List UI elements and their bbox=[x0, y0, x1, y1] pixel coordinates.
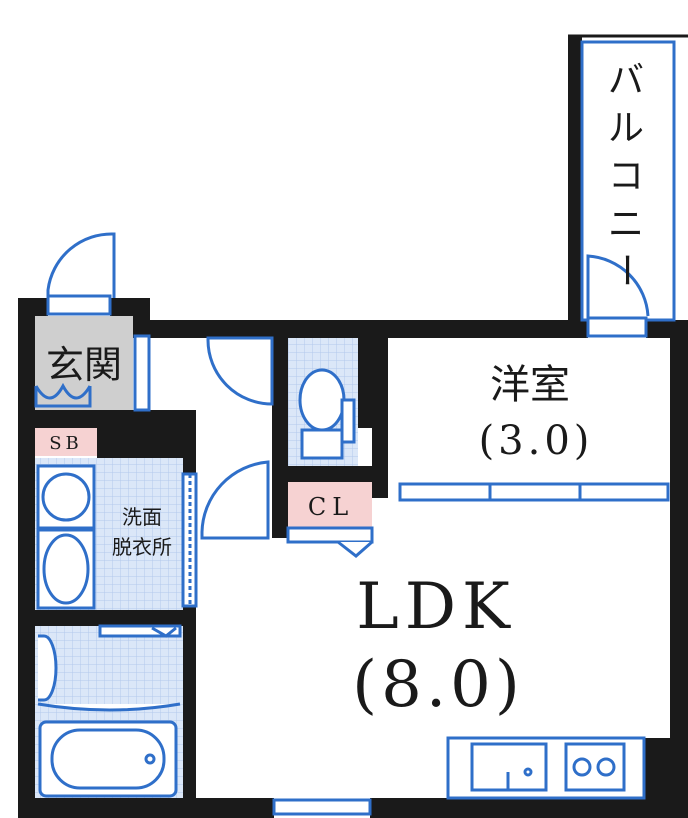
shoe-cabinet bbox=[34, 334, 151, 412]
sb-area bbox=[35, 428, 97, 456]
genkan-label: 玄関 bbox=[46, 343, 122, 387]
balcony-door bbox=[586, 254, 650, 338]
toilet-fixture bbox=[298, 368, 356, 460]
ldk-label: LDK bbox=[356, 570, 516, 644]
youshitsu-size-label: (3.0) bbox=[479, 418, 594, 464]
walls bbox=[18, 36, 688, 818]
ldk-size-label: (8.0) bbox=[352, 648, 524, 722]
balcony-char-3: コ bbox=[608, 156, 644, 197]
balcony-label: バ ル コ ニ ー bbox=[605, 60, 646, 288]
youshitsu-sliding-door bbox=[398, 482, 670, 502]
entry-door bbox=[46, 232, 116, 316]
bath-fixtures bbox=[37, 634, 181, 798]
balcony-char-2: ル bbox=[608, 108, 644, 149]
closet-fixture bbox=[286, 526, 374, 558]
balcony-char-5: ー bbox=[605, 252, 646, 288]
south-window bbox=[272, 798, 372, 816]
washroom-fixtures bbox=[36, 464, 182, 638]
cl-label: CL bbox=[308, 493, 354, 521]
hall-door-1 bbox=[206, 336, 274, 406]
balcony-char-4: ニ bbox=[608, 204, 644, 245]
washroom-sliding-door bbox=[181, 472, 198, 608]
balcony-char-1: バ bbox=[608, 60, 644, 101]
sb-label: SB bbox=[49, 433, 83, 454]
youshitsu-label: 洋室 bbox=[490, 362, 570, 408]
washroom-label-1: 洗面 bbox=[122, 505, 162, 529]
closet-area bbox=[288, 482, 372, 528]
kitchen-counter bbox=[446, 736, 646, 800]
washroom-door bbox=[200, 460, 270, 540]
washroom-label-2: 脱衣所 bbox=[112, 535, 172, 559]
